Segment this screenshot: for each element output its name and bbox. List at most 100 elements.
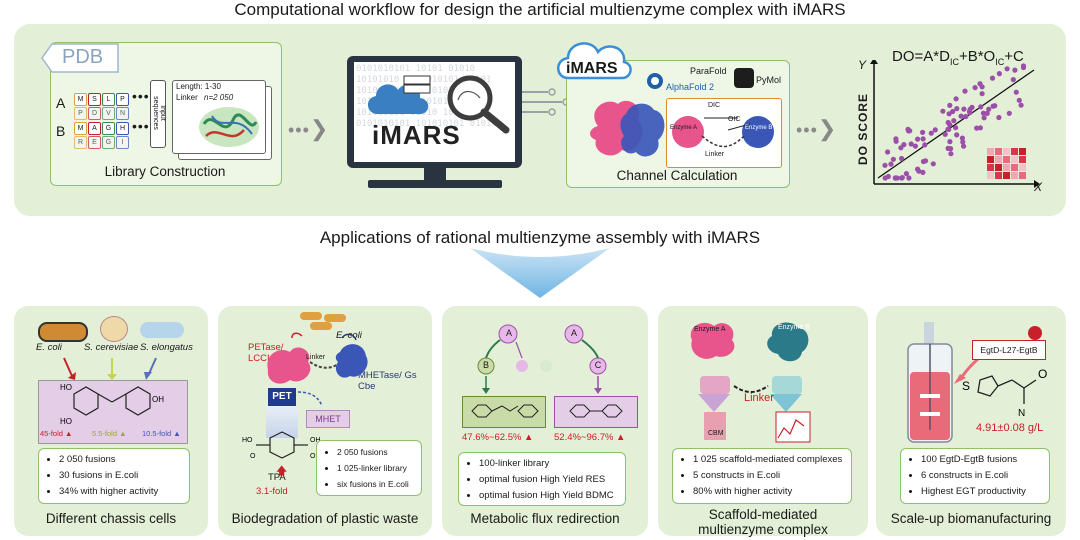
- ecoli-cluster-icon: [300, 312, 346, 330]
- scaffold-cbm: CBM: [708, 430, 724, 437]
- heatmap-cell: [995, 172, 1002, 179]
- scatter-point: [945, 126, 951, 132]
- scatter-point: [1020, 64, 1027, 71]
- note-item: 2 050 fusions: [337, 444, 413, 460]
- monitor-label: iMARS: [372, 120, 461, 150]
- scatter-point: [905, 126, 911, 132]
- scatter-point: [903, 171, 909, 177]
- pet-to-mhet-arrow: [297, 391, 323, 407]
- note-item: 6 constructs in E.coli: [921, 468, 1041, 484]
- cyanobacteria-icon: [140, 322, 184, 338]
- fold-ecoli: 45-fold ▲: [40, 429, 73, 438]
- channel-enzyme-a: Enzyme A: [670, 125, 698, 131]
- scatter-point: [996, 71, 1002, 77]
- tpa-label: TPA: [268, 472, 286, 483]
- flux-range-1: 47.6%~62.5% ▲: [462, 432, 534, 443]
- sequence-tile: P: [74, 107, 87, 120]
- scatter-point: [953, 96, 959, 102]
- heatmap-cell: [1003, 156, 1010, 163]
- scatter-point: [888, 161, 894, 167]
- plastic-linker-label: Linker: [306, 354, 326, 361]
- input-sequences-bracket: [150, 80, 166, 148]
- note-item: Highest EGT productivity: [921, 484, 1041, 500]
- sequence-tile: D: [88, 107, 101, 120]
- flow-arrow-1: •••❯: [288, 116, 330, 141]
- dic-label: DIC: [708, 102, 721, 109]
- note-item: 34% with higher activity: [59, 484, 181, 500]
- fusion-enzyme-illustration: [267, 332, 368, 384]
- flow-arrow-2: •••❯: [796, 116, 838, 141]
- scatter-point: [885, 149, 891, 155]
- row-a-label: A: [56, 95, 66, 111]
- scatter-point: [961, 106, 967, 112]
- scatter-point: [981, 115, 987, 121]
- ellipsis-a: •••: [132, 88, 150, 104]
- scatter-point: [920, 169, 926, 175]
- heatmap-cell: [995, 148, 1002, 155]
- sequence-tile: R: [74, 136, 87, 149]
- heatmap-cell: [1011, 156, 1018, 163]
- scaffold-illustration: [690, 322, 811, 443]
- scatter-point: [899, 155, 905, 162]
- scatter-point: [984, 110, 990, 116]
- x-axis-letter: X: [1034, 180, 1043, 194]
- scatter-point: [922, 142, 928, 148]
- protein-structure-image: [199, 107, 259, 147]
- heatmap-cell: [1019, 172, 1026, 179]
- note-item: 100 EgtD-EgtB fusions: [921, 452, 1041, 468]
- yeast-icon: [100, 316, 128, 342]
- library-construction-caption: Library Construction: [104, 164, 226, 179]
- scaffold-enzyme-a: Enzyme A: [694, 326, 726, 333]
- fusion-label: EgtD-L27-EgtB: [972, 340, 1046, 360]
- scatter-point: [882, 162, 888, 168]
- magnifier-icon: [447, 75, 510, 134]
- svg-text:O: O: [1038, 367, 1047, 381]
- scaleup-title: Scale-up biomanufacturing: [890, 511, 1052, 526]
- scatter-point: [1010, 77, 1016, 83]
- scatter-point: [885, 173, 891, 180]
- scatter-point: [989, 75, 996, 81]
- heatmap-cell: [987, 156, 994, 163]
- do-formula: DO=A*DIC+B*OIC+C: [892, 48, 1024, 67]
- scatter-point: [1016, 97, 1022, 103]
- scatter-point: [960, 139, 966, 145]
- scatter-point: [920, 136, 926, 142]
- scatter-point: [951, 118, 957, 124]
- scatter-point: [945, 119, 951, 126]
- svg-text:N: N: [1018, 408, 1025, 419]
- ellipsis-b: •••: [132, 118, 150, 134]
- heatmap-cell: [1011, 172, 1018, 179]
- scatter-point: [969, 104, 975, 110]
- svg-text:HO: HO: [60, 417, 72, 426]
- length-label: Length: 1-30: [176, 82, 221, 91]
- note-item: 80% with higher activity: [693, 484, 843, 500]
- flux-c: C: [594, 360, 602, 370]
- enzyme-pair-illustration: [590, 100, 665, 157]
- scatter-point: [915, 166, 921, 172]
- heatmap-cell: [1011, 148, 1018, 155]
- product-structure-2: [569, 404, 623, 418]
- sequence-tile: M: [74, 122, 87, 135]
- heatmap-cell: [987, 164, 994, 171]
- note-item: 1 025-linker library: [337, 460, 413, 476]
- pet-box: PET: [268, 388, 296, 406]
- scatter-point: [961, 143, 967, 149]
- scatter-point: [901, 142, 907, 148]
- pymol-icon: [734, 68, 754, 88]
- fold-scerevisiae: 5.5-fold ▲: [92, 429, 127, 438]
- alphafold-label: AlphaFold 2: [666, 82, 715, 92]
- scatter-point: [928, 130, 934, 136]
- product-box-1: [462, 396, 546, 428]
- scatter-point: [950, 108, 956, 115]
- mhetase-label: MHETase/ Gs Cbe: [358, 370, 417, 392]
- applications-funnel-arrow: [470, 248, 610, 298]
- scatter-point: [1012, 67, 1018, 73]
- alphafold-icon: [647, 73, 663, 89]
- sequence-tile: G: [102, 136, 115, 149]
- heatmap-cell: [987, 172, 994, 179]
- heatmap-cell: [1003, 148, 1010, 155]
- svg-text:OH: OH: [310, 437, 321, 444]
